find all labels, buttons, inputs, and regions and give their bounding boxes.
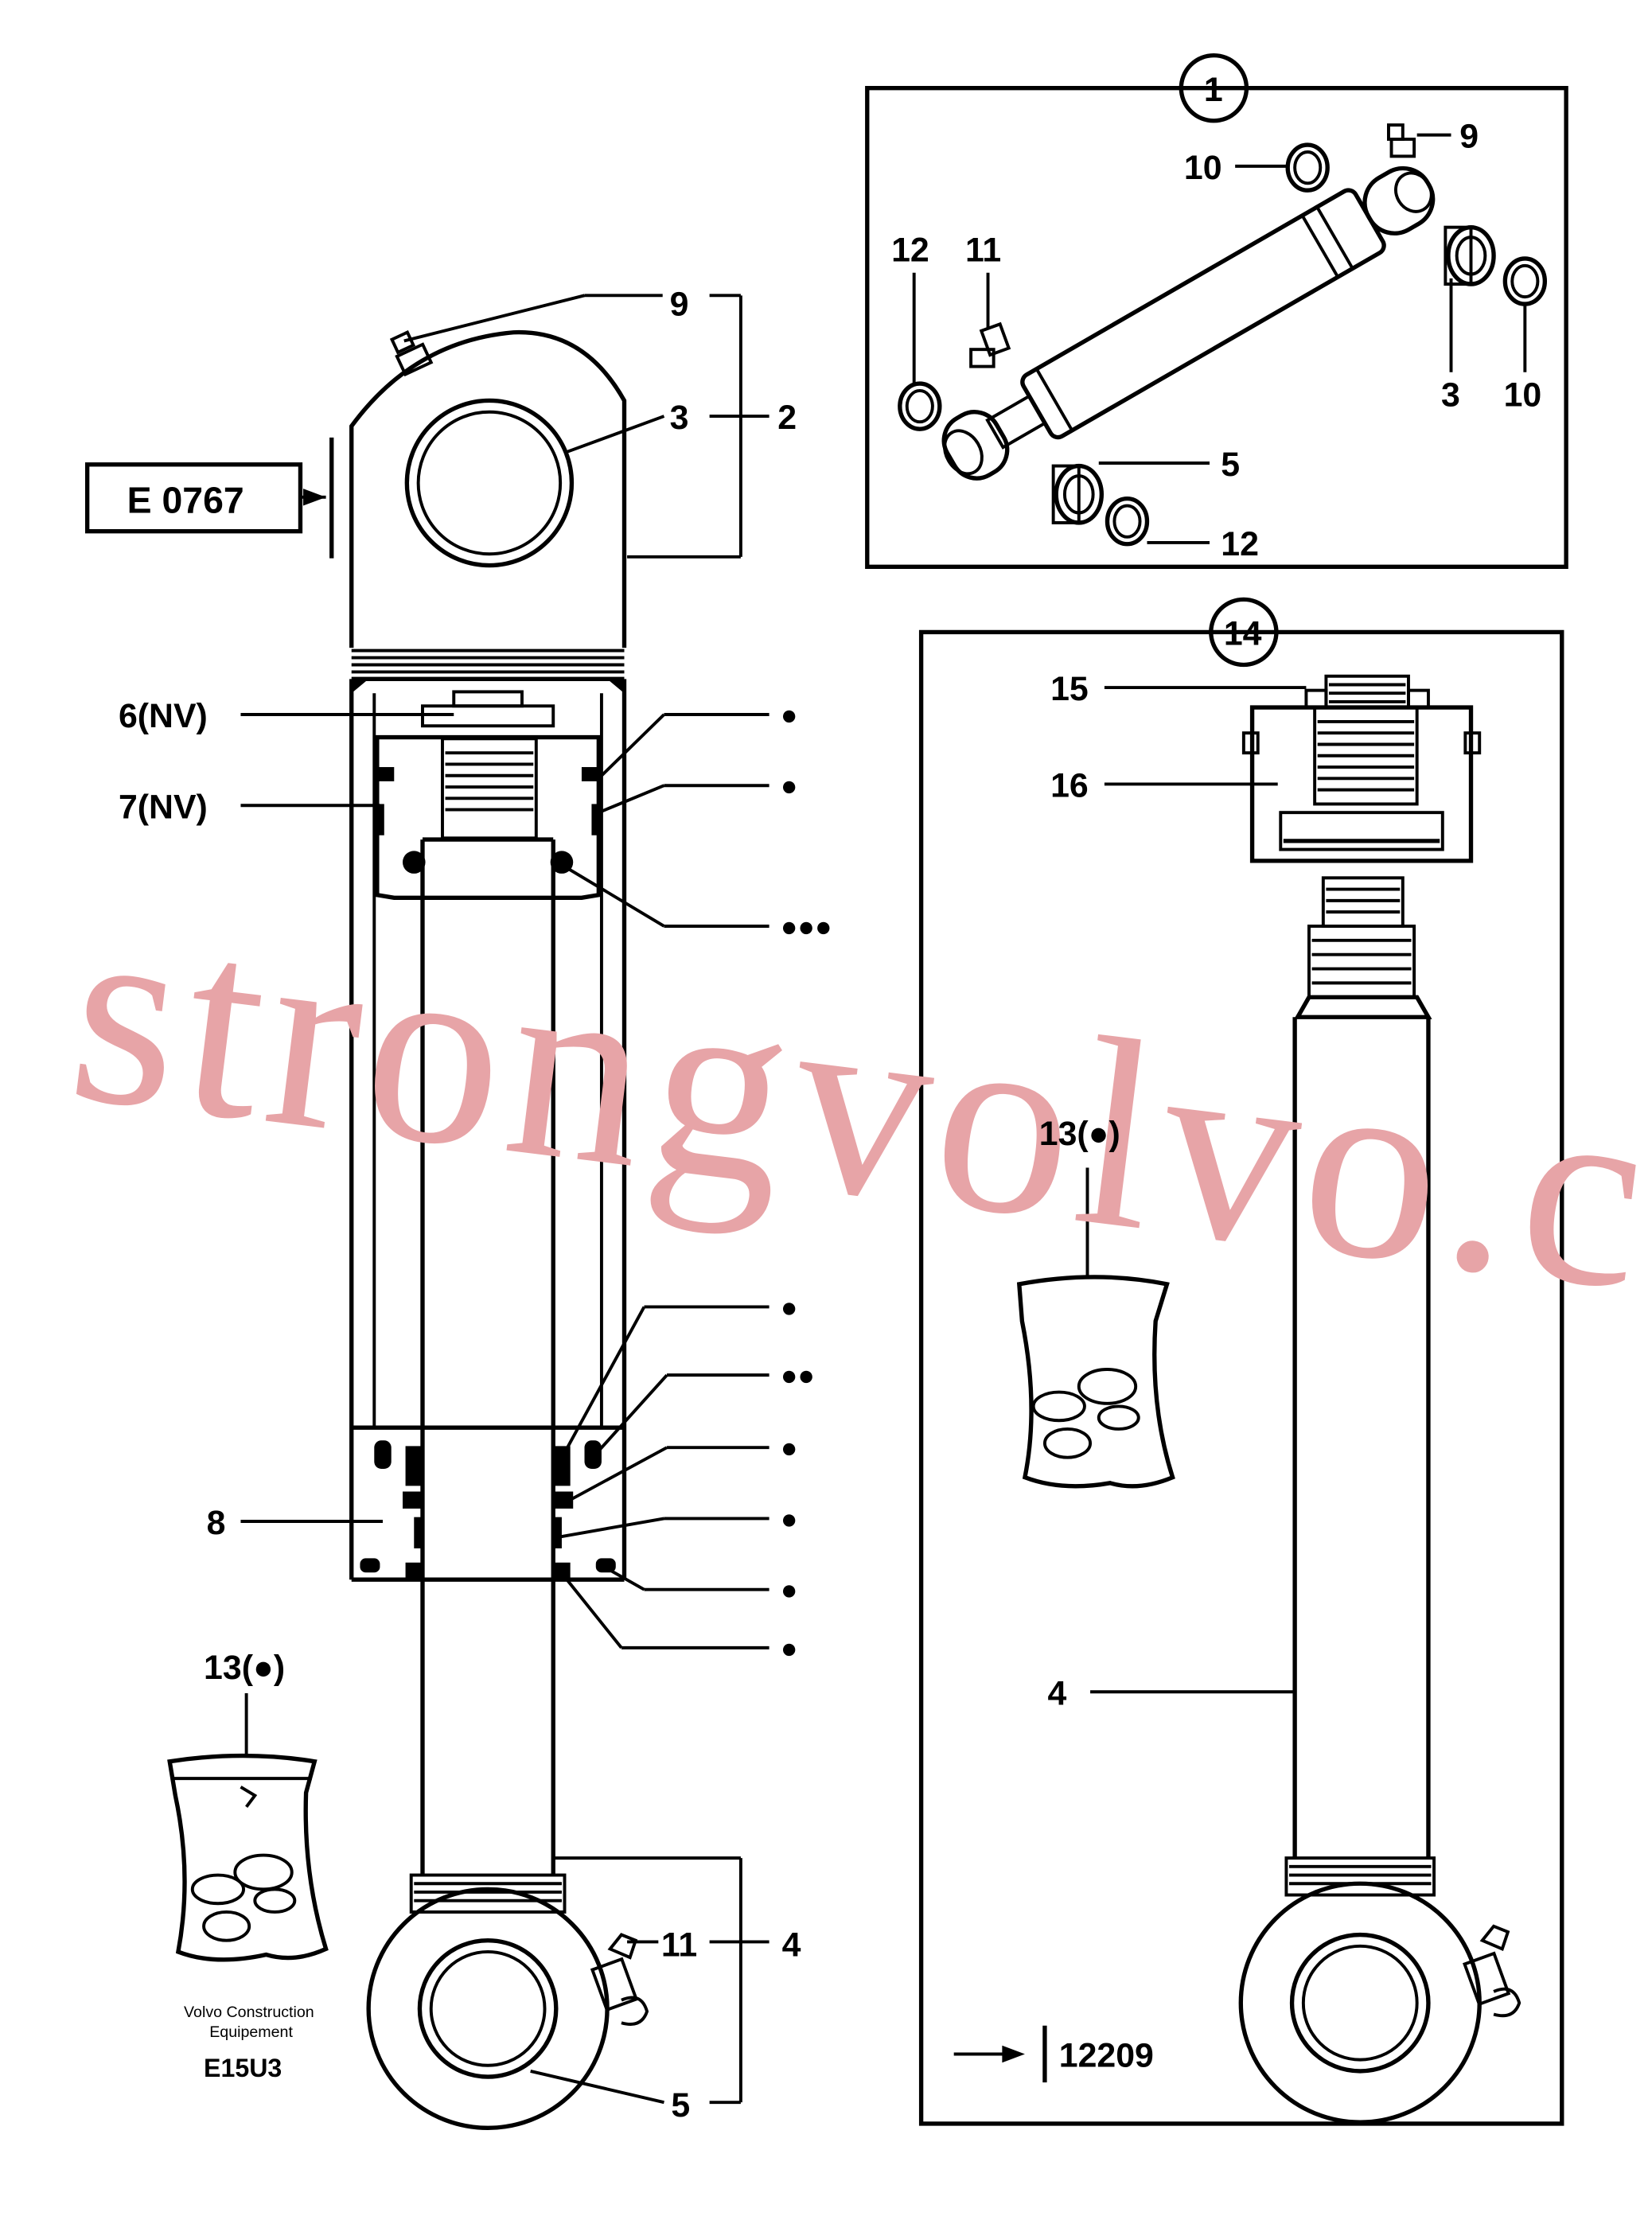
- head-bushing-outer: [404, 398, 575, 568]
- inset-14-label-13: 13(●): [1039, 1115, 1120, 1153]
- rod-eye: [366, 1873, 649, 2130]
- inset-1-label-10a: 10: [1184, 149, 1222, 187]
- cylinder-head-gland: [351, 1425, 625, 1582]
- seal-dot-2: ●: [781, 770, 798, 802]
- inset-14-labels: 14 15 16 13(●) 4 12209: [1039, 615, 1262, 2075]
- seal-kit-bag-left: [167, 1693, 329, 1962]
- seal-dot-7: ●: [781, 1503, 798, 1535]
- inset-1-badge: [1179, 53, 1249, 123]
- label-ref-12209: 12209: [1059, 2037, 1154, 2075]
- seal-dot-6: ●: [781, 1432, 798, 1464]
- main-cylinder-drawing: [349, 330, 649, 2130]
- inset-1-label-9: 9: [1459, 118, 1479, 156]
- inset-1: [865, 53, 1568, 569]
- seal-dot-9: ●: [781, 1632, 798, 1664]
- label-main-9: 9: [670, 285, 689, 323]
- inset-1-label-10b: 10: [1504, 376, 1542, 415]
- head-bushing-inner: [416, 410, 563, 556]
- inset-14-number: 14: [1224, 615, 1262, 653]
- label-kit-13-left: 13(●): [204, 1649, 285, 1687]
- label-main-6nv: 6(NV): [119, 697, 208, 735]
- seal-dot-8: ●: [781, 1574, 798, 1606]
- inset-1-label-12a: 12: [891, 231, 929, 269]
- head-eye-outline: [349, 330, 627, 648]
- label-main-7nv: 7(NV): [119, 788, 208, 826]
- inset-14: [918, 597, 1564, 2126]
- seal-dot-4: ●: [781, 1291, 798, 1323]
- inset-1-label-12b: 12: [1221, 525, 1259, 563]
- label-main-4: 4: [782, 1926, 801, 1964]
- figure-code: E15U3: [204, 2054, 282, 2082]
- inset-1-frame: [865, 86, 1568, 569]
- brand-line-2: Equipement: [209, 2023, 293, 2041]
- inset-1-number: 1: [1204, 71, 1223, 109]
- inset-1-label-5: 5: [1221, 446, 1240, 484]
- inset-14-label-16: 16: [1050, 767, 1089, 805]
- inset-14-label-15: 15: [1050, 670, 1089, 708]
- label-main-8: 8: [207, 1504, 226, 1542]
- seal-dot-3: ●●●: [781, 910, 832, 942]
- brand-line-1: Volvo Construction: [184, 2004, 314, 2021]
- label-main-5: 5: [671, 2086, 690, 2124]
- inset-1-label-3: 3: [1441, 376, 1460, 415]
- inset-14-frame: [918, 629, 1564, 2126]
- inset-1-labels: 1 9 10 12 11 3 10 5 12: [891, 71, 1541, 563]
- label-ref-e0767: E 0767: [127, 479, 244, 520]
- label-main-2: 2: [777, 399, 797, 437]
- main-labels: 9 3 2 E 0767 6(NV) 7(NV) 8 13(●) 11 4 5 …: [119, 285, 832, 2124]
- seal-dot-5: ●●: [781, 1360, 815, 1392]
- label-main-3: 3: [670, 399, 689, 437]
- inset-1-label-11: 11: [965, 231, 1001, 269]
- main-leader-lines: [84, 294, 770, 2105]
- label-main-11: 11: [661, 1926, 697, 1964]
- inset-14-badge: [1209, 597, 1279, 668]
- inset-14-label-4: 4: [1048, 1674, 1067, 1712]
- seal-dot-1: ●: [781, 699, 798, 730]
